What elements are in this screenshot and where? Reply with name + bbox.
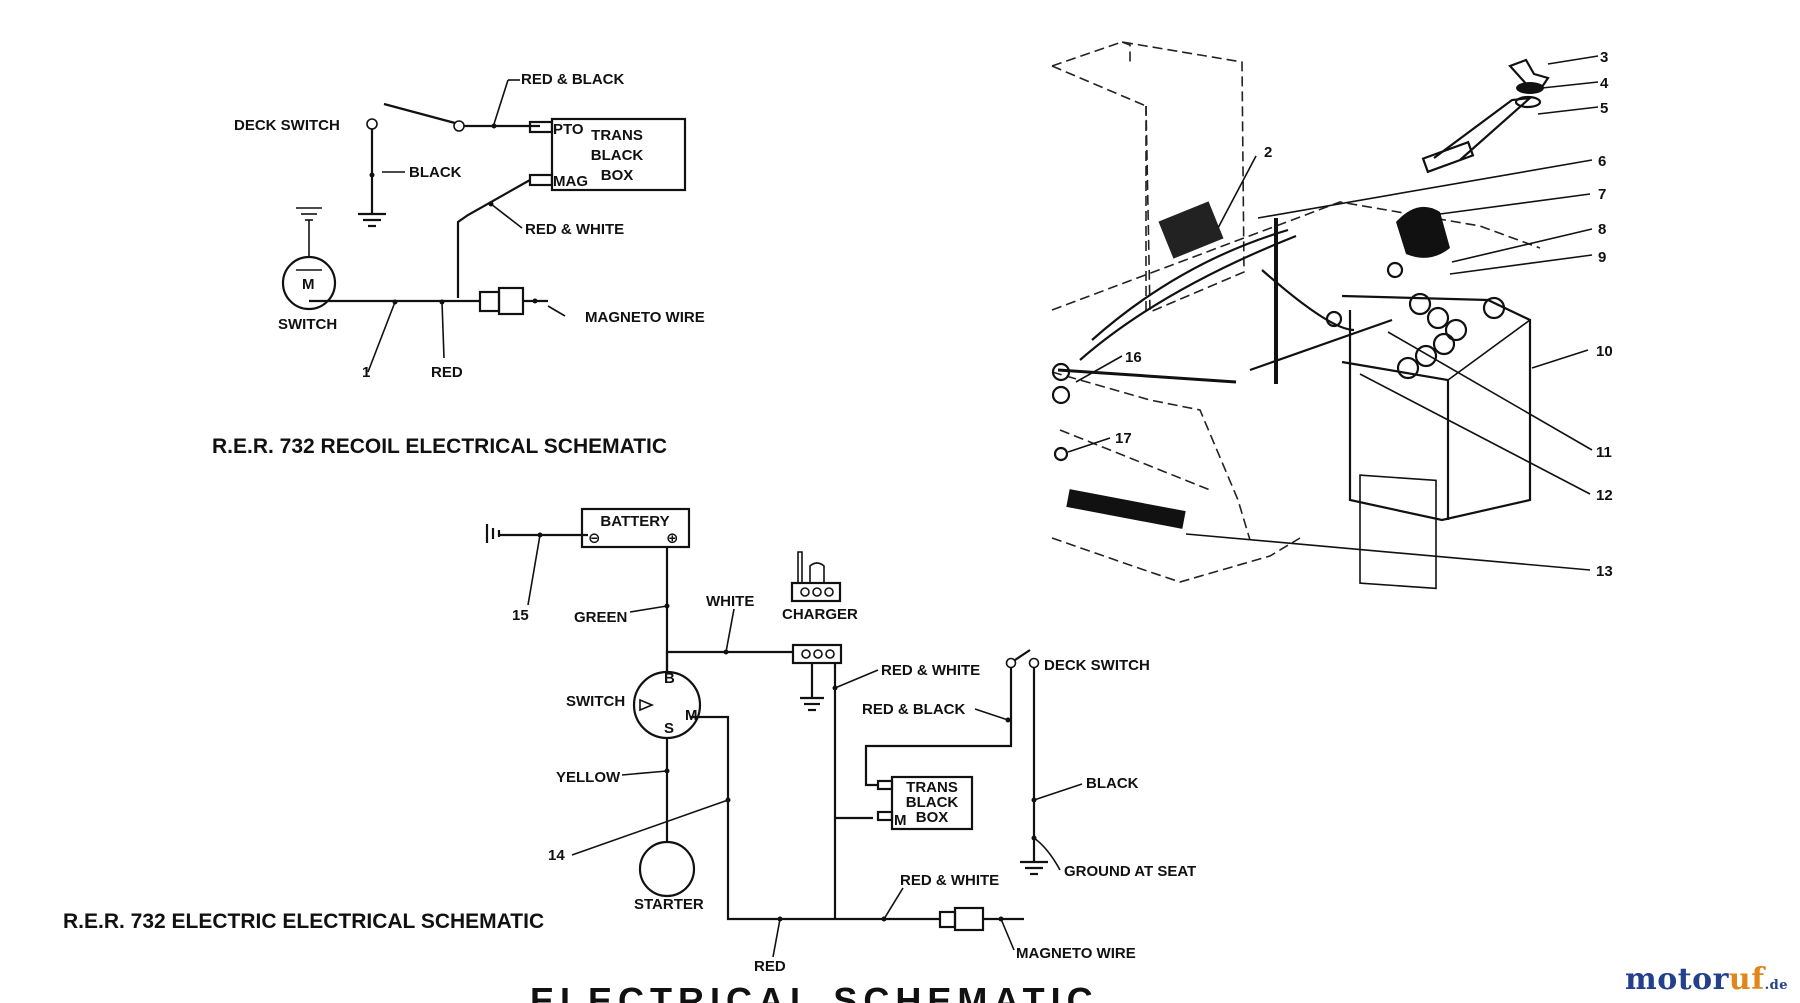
- green-label: GREEN: [574, 609, 627, 626]
- ground-icon: [485, 524, 501, 543]
- exploded-view: 2 3 4 5 6 7 8 9 10 11 12 13 16 17: [1051, 41, 1613, 590]
- magneto-wire-label: MAGNETO WIRE: [585, 309, 705, 326]
- callout-13: 13: [1596, 563, 1613, 580]
- callout-10: 10: [1596, 343, 1613, 360]
- red-black-label: RED & BLACK: [521, 71, 624, 88]
- charger-connector: [790, 581, 842, 603]
- motor-switch: [281, 207, 337, 311]
- deck-switch-label: DECK SWITCH: [234, 117, 340, 134]
- callout-8: 8: [1598, 221, 1606, 238]
- callout-16: 16: [1125, 349, 1142, 366]
- mag-label: MAG: [553, 173, 588, 190]
- red-label: RED: [431, 364, 463, 381]
- terminal-m: M: [685, 707, 698, 724]
- box-line2: BLACK: [906, 794, 959, 811]
- battery-minus-icon: ⊖: [588, 530, 601, 547]
- battery-box: [580, 507, 691, 549]
- switch-label: SWITCH: [278, 316, 337, 333]
- terminal-s: S: [664, 720, 674, 737]
- callout-17: 17: [1115, 430, 1132, 447]
- callout-11: 11: [1596, 444, 1612, 461]
- callout-3: 3: [1600, 49, 1608, 66]
- magneto-wire-label: MAGNETO WIRE: [1016, 945, 1136, 962]
- black-label: BLACK: [1086, 775, 1139, 792]
- box-line3: BOX: [916, 809, 949, 826]
- callout-14: 14: [548, 847, 565, 864]
- motor-m-label: M: [302, 276, 315, 293]
- callout-15: 15: [512, 607, 529, 624]
- watermark-logo: motoruf.de: [1624, 962, 1788, 997]
- callout-4: 4: [1600, 75, 1609, 92]
- ground-at-seat-label: GROUND AT SEAT: [1064, 863, 1196, 880]
- white-label: WHITE: [706, 593, 754, 610]
- starter-label: STARTER: [634, 896, 704, 913]
- recoil-title: R.E.R. 732 RECOIL ELECTRICAL SCHEMATIC: [212, 435, 667, 458]
- red-white-label-lower: RED & WHITE: [900, 872, 999, 889]
- deck-switch-label: DECK SWITCH: [1044, 657, 1150, 674]
- callout-7: 7: [1598, 186, 1606, 203]
- terminal-b: B: [664, 670, 675, 687]
- battery-label: BATTERY: [600, 513, 669, 530]
- yellow-label: YELLOW: [556, 769, 621, 786]
- red-white-label: RED & WHITE: [525, 221, 624, 238]
- recoil-schematic: DECK SWITCH RED & BLACK BLACK RED & WHIT…: [212, 71, 705, 458]
- box-line2: BLACK: [591, 147, 644, 164]
- footer-title: ELECTRICAL SCHEMATIC: [530, 980, 1099, 1003]
- box-line1: TRANS: [591, 127, 643, 144]
- box-terminal-m: M: [894, 812, 907, 829]
- callout-6: 6: [1598, 153, 1606, 170]
- starter-motor: [638, 840, 696, 898]
- box-line1: TRANS: [906, 779, 958, 796]
- red-black-label: RED & BLACK: [862, 701, 965, 718]
- box-line3: BOX: [601, 167, 634, 184]
- callout-12: 12: [1596, 487, 1613, 504]
- charger-label: CHARGER: [782, 606, 858, 623]
- trans-black-box-electric: [890, 775, 974, 831]
- callout-9: 9: [1598, 249, 1606, 266]
- callout-5: 5: [1600, 100, 1608, 117]
- ground-icon: [1020, 860, 1048, 876]
- switch-label: SWITCH: [566, 693, 625, 710]
- electric-title: R.E.R. 732 ELECTRIC ELECTRICAL SCHEMATIC: [63, 910, 544, 933]
- red-white-label-upper: RED & WHITE: [881, 662, 980, 679]
- red-label: RED: [754, 958, 786, 975]
- trans-black-box: [550, 117, 687, 192]
- battery-plus-icon: ⊕: [666, 530, 679, 547]
- pto-label: PTO: [553, 121, 584, 138]
- deck-switch-terminal: [366, 118, 378, 130]
- ground-icon: [358, 212, 386, 228]
- callout-2: 2: [1264, 144, 1272, 161]
- electric-schematic: BATTERY ⊖ ⊕ 15 GREEN WHITE CHARGER SWITC…: [63, 507, 1196, 975]
- callout-1: 1: [362, 364, 370, 381]
- black-label: BLACK: [409, 164, 462, 181]
